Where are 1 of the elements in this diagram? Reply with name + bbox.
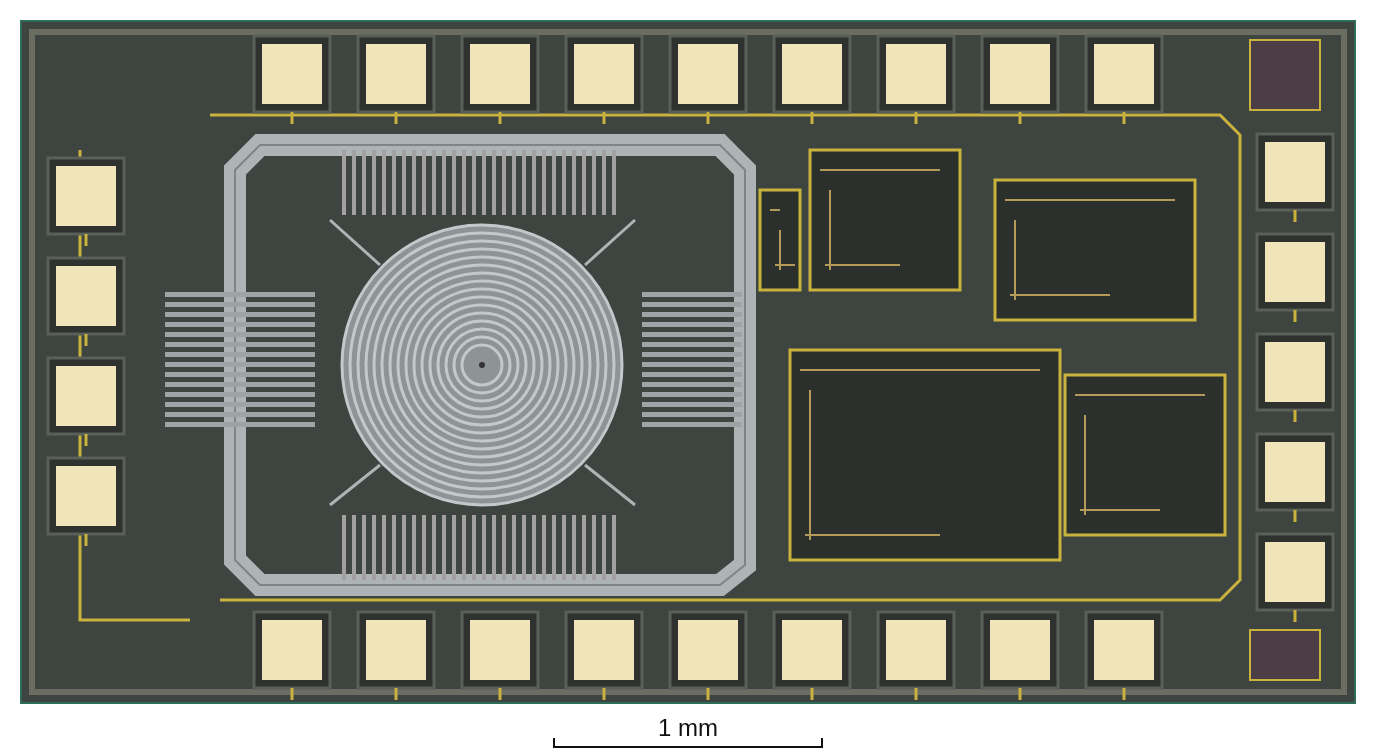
- scale-label: 1 mm: [657, 714, 719, 742]
